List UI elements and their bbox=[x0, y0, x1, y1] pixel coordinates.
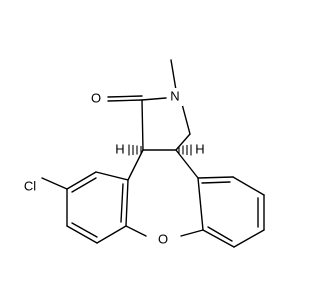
chemical-structure: O N Cl O H H bbox=[20, 59, 265, 249]
atom-carbonyl-oxygen: O bbox=[91, 90, 101, 105]
bond-l6-inner bbox=[120, 183, 124, 223]
stereo-hash-right bbox=[178, 144, 192, 156]
bond-n-ch2 bbox=[181, 103, 191, 135]
bond-l4-inner bbox=[71, 222, 98, 238]
bond-co-1 bbox=[107, 99, 143, 102]
atom-stereo-h-left: H bbox=[115, 141, 124, 156]
bond-l5 bbox=[96, 225, 127, 244]
atom-labels: O N Cl O H H bbox=[20, 88, 205, 249]
atom-ether-oxygen: O bbox=[158, 231, 168, 246]
bond-r2 bbox=[232, 176, 265, 196]
bond-r6 bbox=[197, 177, 204, 231]
bond-c3a-c4a bbox=[175, 149, 199, 179]
bond-c-cl bbox=[41, 177, 68, 190]
bond-r5-inner bbox=[207, 226, 233, 242]
atom-nitrogen: N bbox=[170, 88, 179, 103]
bond-l2 bbox=[66, 171, 97, 190]
atom-chlorine: Cl bbox=[24, 178, 36, 193]
bonds bbox=[41, 59, 265, 248]
bond-r1-inner bbox=[201, 181, 231, 184]
bond-r5 bbox=[202, 229, 235, 248]
bond-l1 bbox=[95, 171, 129, 181]
bond-c12b-carbonyl-c bbox=[141, 99, 144, 151]
bond-ch2-c3a bbox=[175, 133, 191, 151]
bond-l6 bbox=[125, 179, 129, 227]
bond-c12b-c12a bbox=[127, 149, 144, 181]
bond-r1 bbox=[197, 176, 234, 179]
atom-stereo-h-right: H bbox=[195, 141, 204, 156]
stereo-hash-left bbox=[128, 144, 142, 156]
bond-r4 bbox=[233, 229, 265, 248]
bond-l2-inner bbox=[71, 177, 97, 193]
bond-l4 bbox=[66, 225, 98, 244]
bond-n-methyl bbox=[170, 59, 177, 91]
bond-n-carbonyl-c bbox=[141, 97, 167, 101]
bond-l-oxygen bbox=[125, 225, 147, 237]
bond-r-oxygen bbox=[180, 229, 204, 237]
bond-co-2 bbox=[107, 95, 143, 98]
